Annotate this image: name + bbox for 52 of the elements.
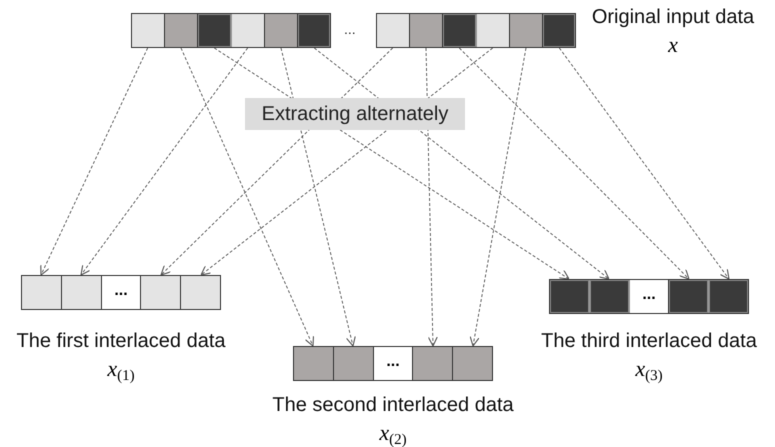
dashed-arrow: [426, 48, 438, 347]
data-cell: [413, 347, 454, 380]
data-cell: [62, 276, 102, 309]
math-symbol: x: [668, 31, 678, 59]
data-array: [293, 346, 493, 381]
data-cell: [141, 276, 182, 309]
data-cell: [334, 347, 374, 380]
dashed-arrow: [160, 48, 394, 276]
array-caption: The first interlaced data: [16, 329, 226, 354]
data-cell: [590, 280, 630, 313]
data-cell: [550, 280, 590, 313]
data-cell: [264, 14, 298, 47]
data-cell: [198, 14, 232, 47]
array-caption: The third interlaced data: [541, 329, 757, 354]
data-cell: [709, 280, 748, 313]
ellipsis-cell: ...: [374, 347, 414, 380]
ellipsis-label: ...: [344, 22, 356, 36]
data-cell: [377, 14, 410, 47]
dashed-arrow: [214, 48, 570, 280]
data-cell: [443, 14, 477, 47]
ellipsis-cell: ...: [630, 280, 670, 313]
dashed-arrow: [558, 48, 730, 280]
data-cell: [542, 14, 576, 47]
data-array: [376, 13, 576, 48]
dashed-arrow: [40, 48, 148, 276]
dashed-arrow: [458, 48, 690, 280]
data-array: [131, 13, 331, 48]
math-symbol: x$_{(1)}$: [107, 355, 135, 384]
math-symbol: x$_{(3)}$: [635, 355, 663, 384]
math-symbol: x$_{(2)}$: [379, 419, 407, 447]
data-cell: [181, 276, 220, 309]
dashed-arrow: [470, 48, 526, 347]
data-cell: [453, 347, 492, 380]
dashed-arrow: [280, 48, 356, 347]
data-cell: [298, 14, 330, 47]
data-cell: [294, 347, 334, 380]
data-cell: [476, 14, 510, 47]
data-cell: [232, 14, 265, 47]
data-cell: [165, 14, 198, 47]
dashed-arrow: [180, 48, 314, 347]
ellipsis-cell: ...: [102, 276, 142, 309]
array-caption: The second interlaced data: [272, 393, 514, 418]
data-array: [21, 275, 221, 310]
data-array: [549, 279, 749, 314]
data-cell: [510, 14, 543, 47]
data-cell: [132, 14, 166, 47]
data-cell: [22, 276, 62, 309]
data-cell: [669, 280, 710, 313]
note-label: Extracting alternately: [245, 98, 465, 130]
dashed-arrow: [80, 48, 248, 276]
array-caption: Original input data: [592, 5, 754, 30]
data-cell: [410, 14, 444, 47]
